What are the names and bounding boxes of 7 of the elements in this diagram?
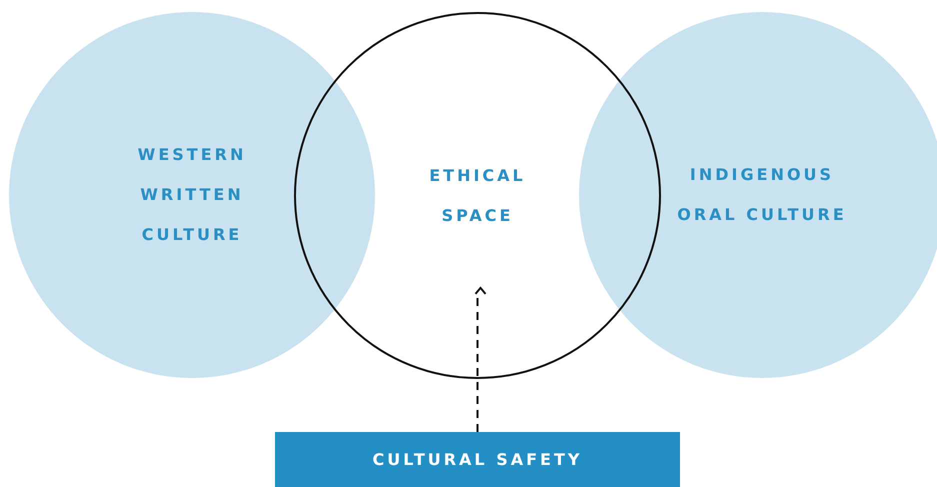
node-label: CULTURAL SAFETY	[372, 448, 582, 470]
node-label: INDIGENOUS ORAL CULTURE	[677, 164, 847, 226]
safety-bar	[275, 432, 680, 487]
ethical-space-circle	[294, 12, 661, 379]
node-label: ETHICAL SPACE	[428, 164, 527, 226]
node-label: WESTERN WRITTEN CULTURE	[136, 144, 248, 246]
dashed-arrow	[474, 286, 486, 432]
